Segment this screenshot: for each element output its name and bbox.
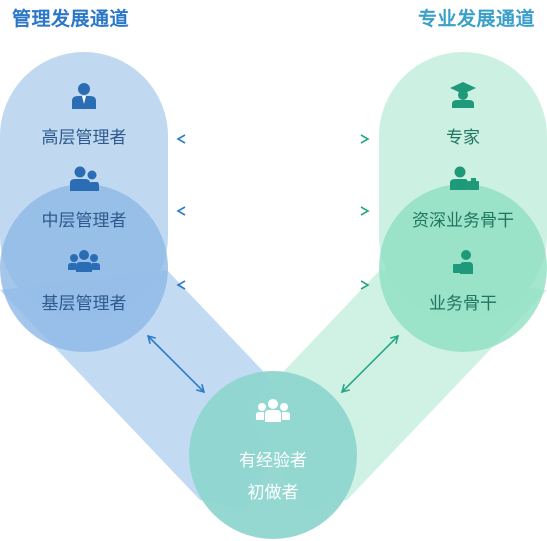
management-level-senior: 高层管理者 [41, 128, 127, 148]
senior-worker-icon [450, 166, 479, 190]
two-people-icon [70, 166, 99, 191]
management-channel-title: 管理发展通道 [12, 8, 130, 30]
team-icon [68, 250, 100, 272]
worker-icon [453, 250, 473, 274]
professional-level-expert: 专家 [446, 128, 480, 148]
entry-circle [189, 371, 357, 539]
professional-level-senior-backbone: 资深业务骨干 [412, 211, 514, 231]
arrow-entry-to-management [146, 334, 206, 394]
entry-experienced-label: 有经验者 [239, 451, 307, 471]
entry-beginner-label: 初做者 [247, 483, 299, 503]
arrow-entry-to-professional [340, 334, 400, 394]
single-person-icon [72, 83, 96, 109]
graduate-icon [450, 82, 476, 108]
management-level-middle: 中层管理者 [41, 211, 127, 231]
group-icon [256, 399, 290, 422]
professional-channel-title: 专业发展通道 [417, 8, 535, 30]
management-level-base: 基层管理者 [41, 294, 127, 314]
professional-level-backbone: 业务骨干 [429, 294, 497, 314]
